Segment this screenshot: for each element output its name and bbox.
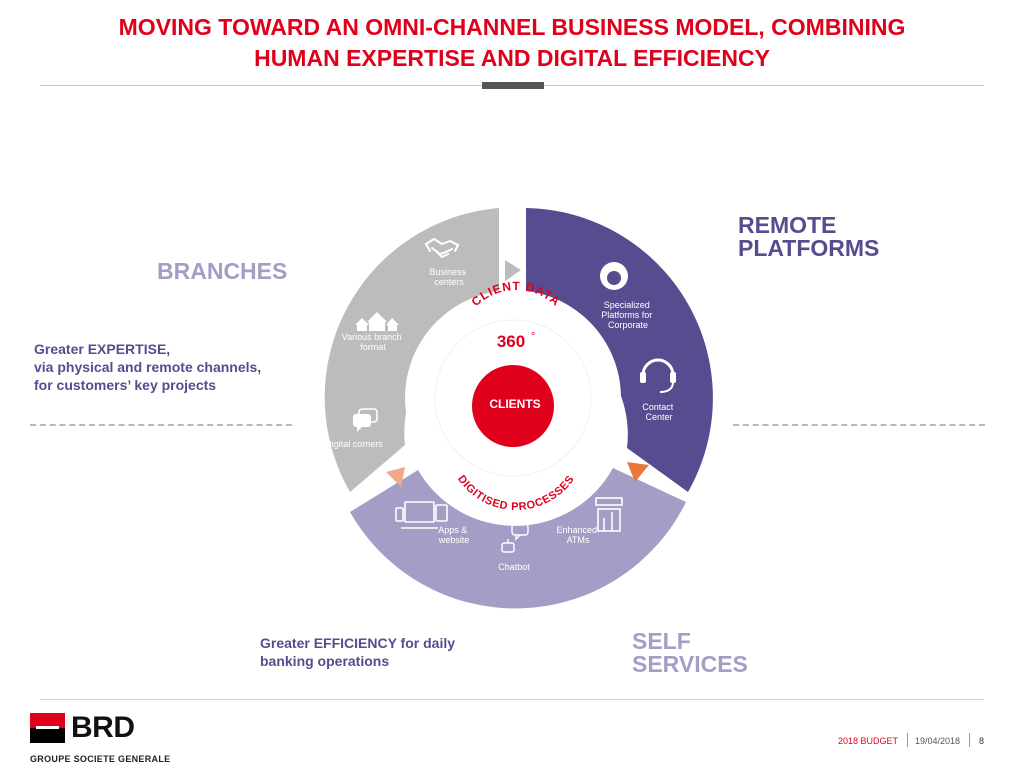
footer-date: 19/04/2018 [915,736,961,746]
enhanced-atms-line: ATMs [567,535,590,545]
specialized-platforms-line: Platforms for [601,310,652,320]
remote-platforms-segment [526,208,713,492]
self-heading-line-1: SELF [632,628,691,654]
business-centers-line: Business [429,267,466,277]
enhanced-atms-label: Enhanced ATMs [556,525,599,545]
ring-degree-symbol: ° [531,331,535,343]
contact-center-line: Center [645,412,672,422]
remote-platforms-heading: REMOTE PLATFORMS [738,214,879,260]
business-centers-line: centers [434,277,464,287]
logo-red-block [30,713,65,728]
footer-divider [40,699,984,700]
logo-wordmark: BRD [71,711,135,744]
arrow-to-remote-icon [505,260,521,281]
self-desc-line: banking operations [260,653,390,669]
logo-subtitle: GROUPE SOCIETE GENERALE [30,754,171,764]
branches-heading: BRANCHES [157,258,288,284]
logo-white-bar [36,726,59,729]
apps-website-line: Apps & [438,525,467,535]
devices-icon [395,501,448,529]
ring-360-label: 360 [497,332,525,351]
apps-website-line: website [438,535,470,545]
branch-format-label: Various branch format [342,332,404,352]
handshake-icon [425,238,459,258]
chatbot-icon [501,523,529,553]
self-heading-line-2: SERVICES [632,651,748,677]
remote-heading-line-2: PLATFORMS [738,235,880,261]
branches-description: Greater EXPERTISE, via physical and remo… [34,340,261,394]
apps-website-label: Apps & website [438,525,470,545]
clients-core [472,365,554,447]
contact-center-line: Contact [642,402,674,412]
self-services-description: Greater EFFICIENCY for daily banking ope… [260,634,455,670]
remote-heading-line-1: REMOTE [738,212,837,238]
atm-icon [595,497,623,532]
headset-icon [640,358,676,393]
footer-separator [907,733,908,747]
specialized-platforms-line: Corporate [608,320,648,330]
self-services-heading: SELF SERVICES [632,630,748,676]
clients-core-label: CLIENTS [489,397,540,411]
contact-center-label: Contact Center [642,402,676,422]
right-dashed-divider [733,424,985,426]
specialized-platforms-label: Specialized Platforms for Corporate [601,300,655,330]
arrow-to-self-icon [627,462,649,482]
logo-black-block [30,728,65,743]
page-number: 8 [979,736,985,746]
chat-bubbles-icon [353,408,378,432]
footer-budget: 2018 BUDGET [838,736,899,746]
enhanced-atms-line: Enhanced [556,525,597,535]
call-agent-icon [600,262,628,297]
inner-ring-line [434,319,592,477]
branch-format-line: format [360,342,386,352]
footer-separator [969,733,970,747]
chatbot-label: Chatbot [498,562,530,572]
branches-desc-line: for customers’ key projects [34,377,217,393]
branch-format-line: Various branch [342,332,402,342]
business-centers-label: Business centers [429,267,468,287]
digital-corners-label: Digital corners [325,439,383,449]
title-line-1: MOVING TOWARD AN OMNI-CHANNEL BUSINESS M… [118,14,906,40]
page-title: MOVING TOWARD AN OMNI-CHANNEL BUSINESS M… [40,12,984,74]
left-dashed-divider [30,424,292,426]
title-divider-accent [482,82,544,89]
arrow-to-branches-icon [386,467,405,487]
title-line-2: HUMAN EXPERTISE AND DIGITAL EFFICIENCY [254,45,770,71]
branches-desc-line: via physical and remote channels, [34,359,262,375]
houses-icon [355,312,399,331]
branches-desc-line: Greater EXPERTISE, [34,341,171,357]
self-desc-line: Greater EFFICIENCY for daily [260,635,456,651]
specialized-platforms-line: Specialized [604,300,650,310]
